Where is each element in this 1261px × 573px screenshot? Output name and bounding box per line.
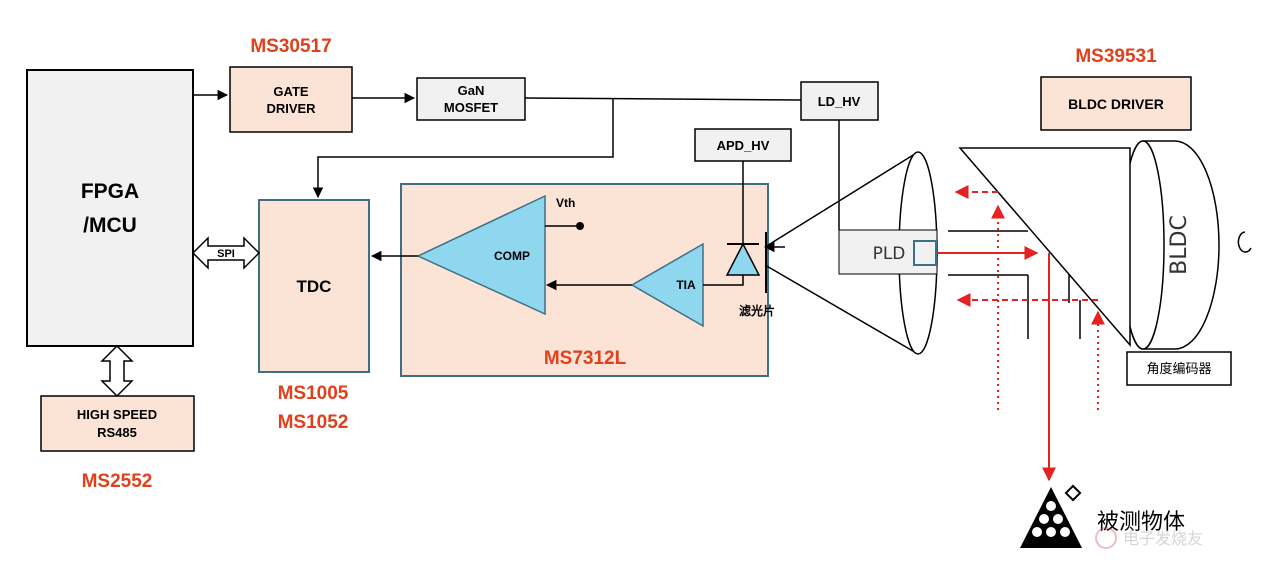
bldc-motor: BLDC <box>1121 140 1252 350</box>
rs485-link-arrow <box>100 344 134 398</box>
target-label: 被测物体 <box>1097 510 1185 535</box>
receiver-part-number: MS7312L <box>544 348 627 369</box>
watermark: 电子发烧友 <box>1095 527 1203 549</box>
scanning-mirror <box>958 147 1131 348</box>
gan-mosfet-label-line2: MOSFET <box>444 100 498 115</box>
target-object-icon <box>1020 484 1082 548</box>
laser-beams <box>937 185 1105 482</box>
rs485-block: HIGH SPEED RS485 <box>40 395 195 452</box>
fpga-label-line1: FPGA <box>81 180 139 203</box>
fpga-label-line2: /MCU <box>83 214 137 237</box>
rs485-part-number: MS2552 <box>82 471 153 492</box>
comparator: COMP <box>416 194 546 316</box>
tdc-part-number-2: MS1052 <box>278 412 349 433</box>
bldc-driver-label: BLDC DRIVER <box>1068 96 1164 112</box>
fpga-mcu-block: FPGA /MCU <box>26 69 194 347</box>
apd-hv-label: APD_HV <box>717 138 770 153</box>
filter-label: 滤光片 <box>739 303 775 318</box>
encoder-label: 角度编码器 <box>1146 361 1211 377</box>
spi-link: SPI <box>191 236 261 270</box>
vth-label: Vth <box>556 196 575 210</box>
bldc-driver-block: BLDC DRIVER <box>1040 76 1192 131</box>
receiver-block <box>400 183 769 377</box>
tdc-part-number-1: MS1005 <box>278 383 349 404</box>
gate-driver-part-number: MS30517 <box>250 36 331 57</box>
comp-label: COMP <box>494 249 530 263</box>
ld-hv-label: LD_HV <box>818 94 861 109</box>
gate-driver-label-line1: GATE <box>273 84 308 99</box>
tia-amplifier: TIA <box>630 242 704 328</box>
gate-driver-label-line2: DRIVER <box>266 101 316 116</box>
rs485-label-line2: RS485 <box>97 425 137 440</box>
spi-label: SPI <box>217 248 235 260</box>
rs485-label-line1: HIGH SPEED <box>77 407 157 422</box>
bldc-driver-part-number: MS39531 <box>1075 46 1157 67</box>
tia-label: TIA <box>676 278 696 292</box>
tdc-label: TDC <box>297 277 332 296</box>
watermark-text: 电子发烧友 <box>1123 529 1203 548</box>
ld-hv-block: LD_HV <box>800 81 879 121</box>
pld-laser: PLD <box>838 229 938 275</box>
gan-mosfet-block: GaN MOSFET <box>416 77 526 121</box>
tdc-block: TDC <box>258 199 370 373</box>
gate-driver-block: GATE DRIVER <box>229 66 353 133</box>
angle-encoder: 角度编码器 <box>1126 351 1232 386</box>
gan-mosfet-label-line1: GaN <box>458 83 485 98</box>
apd-hv-block: APD_HV <box>694 128 792 162</box>
pld-label: PLD <box>873 244 906 264</box>
vth-node <box>576 222 584 230</box>
bldc-label: BLDC <box>1167 215 1192 275</box>
